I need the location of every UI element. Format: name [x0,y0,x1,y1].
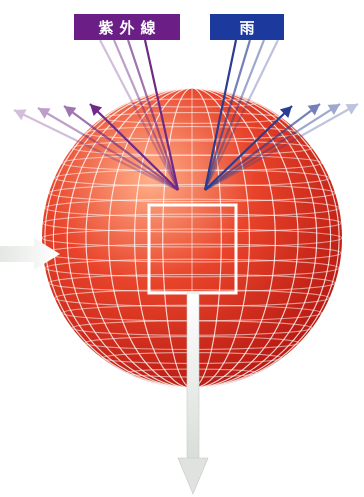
diagram-canvas [0,0,364,497]
